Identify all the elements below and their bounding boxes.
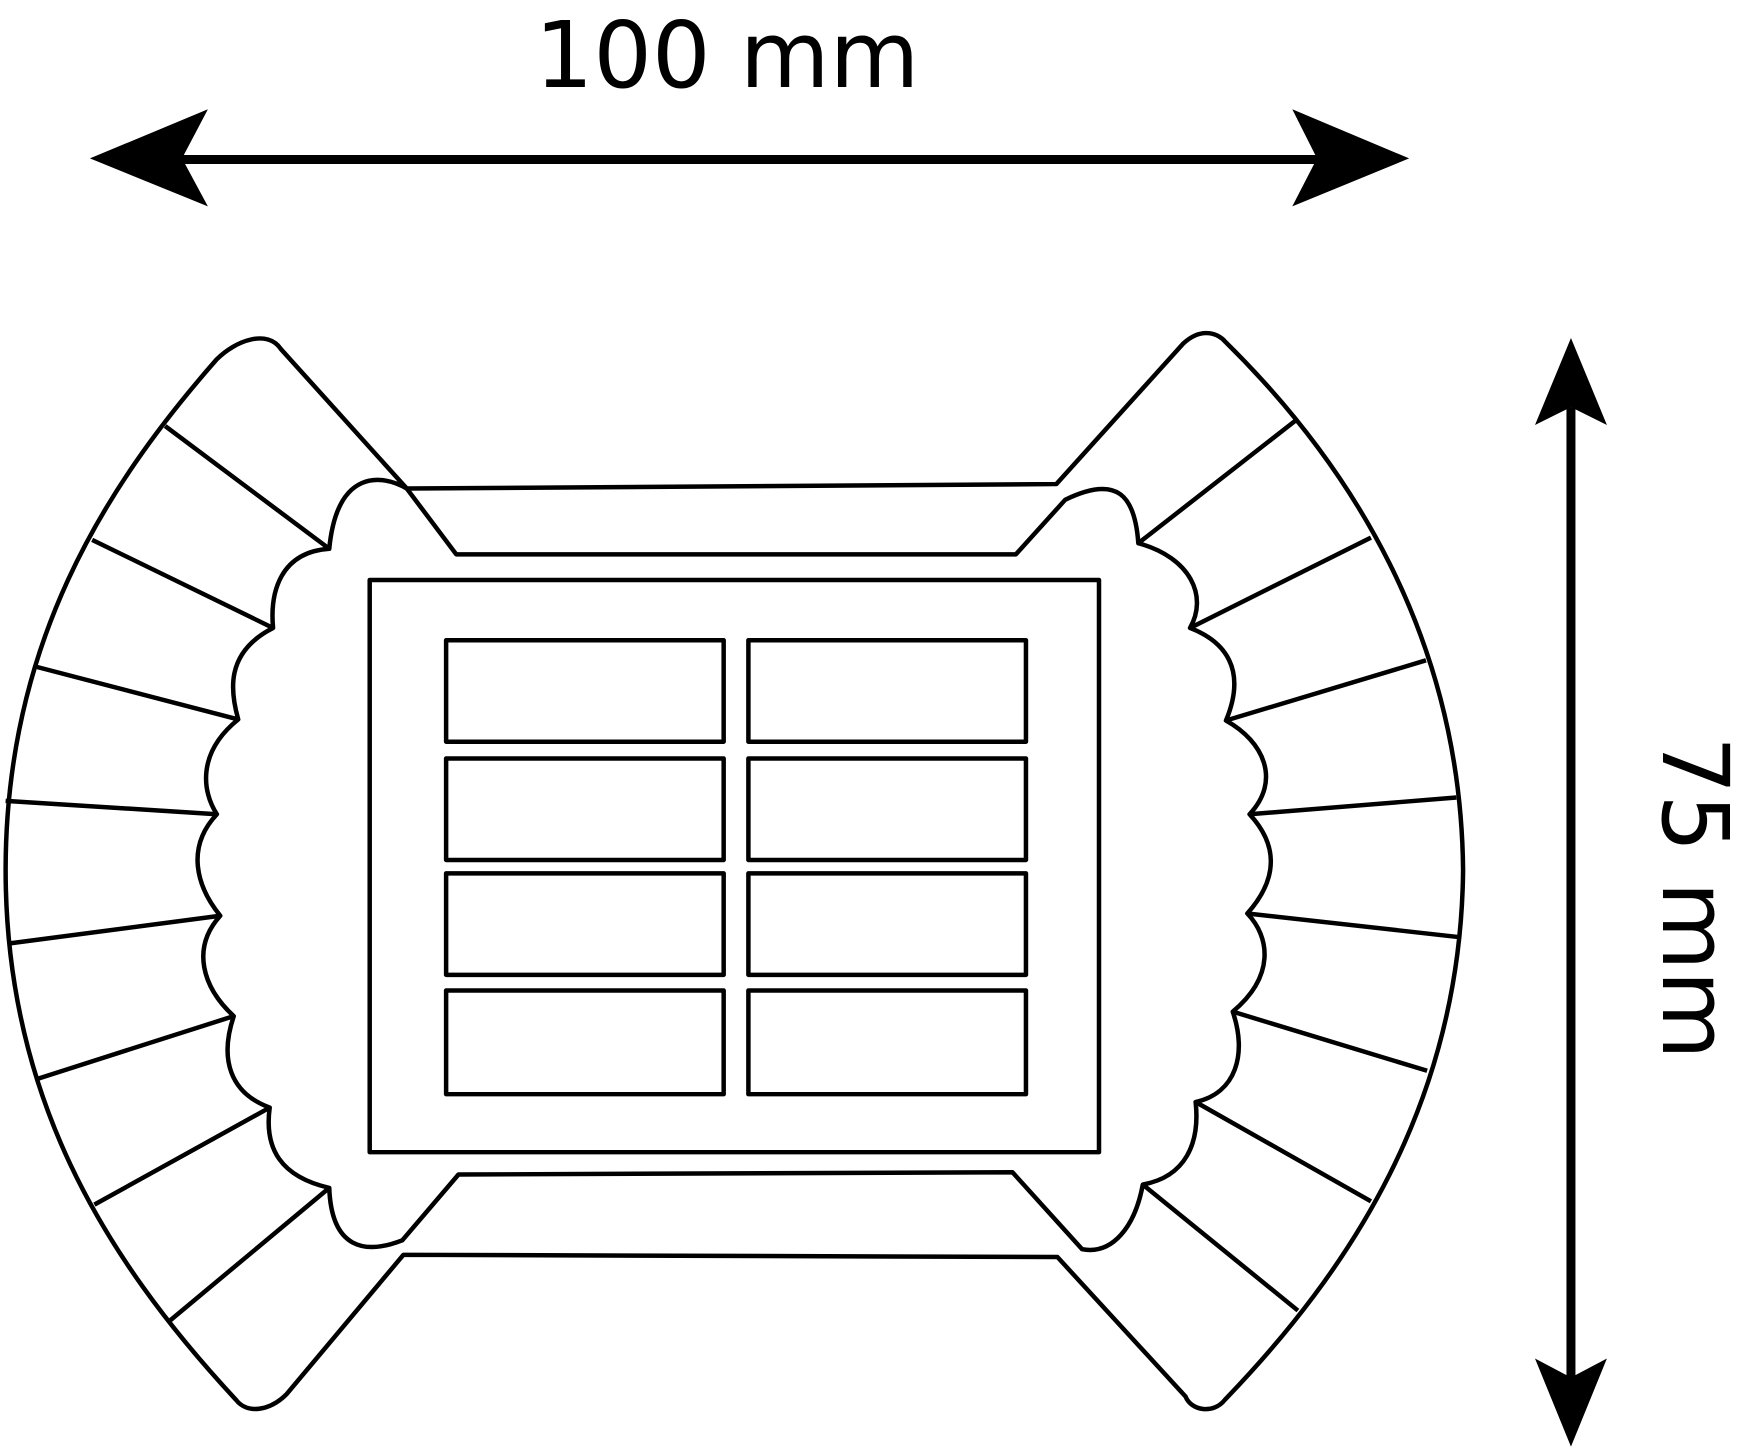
height-dimension-arrow xyxy=(1534,337,1607,1447)
solar-cells xyxy=(443,638,1029,1097)
solar-cell xyxy=(746,871,1029,978)
solar-panel-frame xyxy=(367,577,1102,1155)
outer-housing xyxy=(3,330,1466,1412)
solar-cell xyxy=(746,988,1029,1097)
solar-cell xyxy=(746,638,1029,744)
right-fan-ribs xyxy=(1136,418,1458,1313)
width-dimension-arrow xyxy=(89,109,1410,207)
solar-cell xyxy=(443,988,726,1097)
solar-cell xyxy=(443,871,726,978)
width-label: 100 mm xyxy=(535,2,920,109)
left-fan-ribs xyxy=(5,424,331,1324)
scalloped-inner-edge xyxy=(195,477,1274,1253)
solar-cell xyxy=(443,638,726,744)
solar-cell xyxy=(443,756,726,863)
height-label: 75 mm xyxy=(1641,736,1748,1060)
solar-cell xyxy=(746,756,1029,863)
